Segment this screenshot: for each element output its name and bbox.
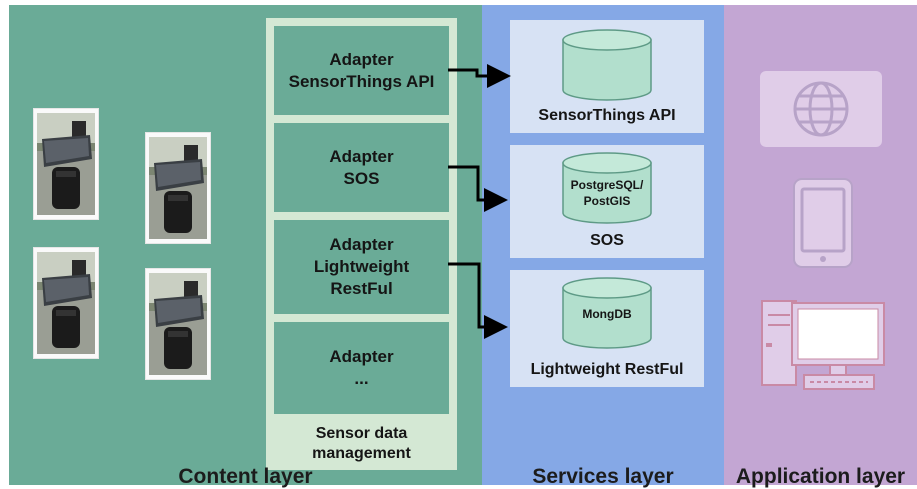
content-layer-label: Content layer	[178, 465, 313, 488]
database-icon: MongDB	[562, 277, 652, 349]
adapter-title: Adapter	[329, 235, 394, 254]
sensor-photo	[146, 133, 210, 243]
service-label: SensorThings API	[538, 107, 676, 124]
desktop-computer-icon	[761, 300, 885, 390]
adapter-name: Lightweight	[313, 257, 410, 276]
sensor-data-management-label: Sensor data management	[312, 425, 411, 462]
services-layer-label: Services layer	[532, 465, 674, 488]
adapter-name: SOS	[343, 168, 380, 188]
adapter-lightweight-restful: Adapter Lightweight RestFul	[274, 220, 449, 314]
service-label: Lightweight RestFul	[530, 361, 684, 378]
services-layer: SensorThings API PostgreSQL/ PostGIS SOS…	[482, 5, 724, 488]
service-sos: PostgreSQL/ PostGIS SOS	[510, 145, 704, 258]
sensor-photo	[34, 248, 98, 358]
globe-icon	[760, 71, 882, 147]
application-layer: Application layer	[724, 5, 917, 488]
smartphone-icon	[793, 178, 853, 268]
adapter-name: SensorThings API	[288, 71, 435, 91]
database-name-cont: PostGIS	[584, 194, 631, 208]
adapter-sos: Adapter SOS	[274, 123, 449, 212]
adapter-title: Adapter	[329, 146, 394, 166]
adapter-title: Adapter	[329, 49, 394, 69]
sensor-data-management-panel: Adapter SensorThings API Adapter SOS Ada…	[266, 18, 457, 470]
database-name: PostgreSQL/	[571, 178, 644, 192]
adapter-name-cont: RestFul	[330, 279, 393, 298]
adapter-name: ...	[354, 369, 369, 388]
content-layer: Adapter SensorThings API Adapter SOS Ada…	[9, 5, 482, 488]
application-layer-label: Application layer	[735, 465, 906, 488]
sensor-photo	[146, 269, 210, 379]
database-icon	[562, 29, 652, 101]
service-sensorthings-api: SensorThings API	[510, 20, 704, 133]
adapter-sensorthings-api: Adapter SensorThings API	[274, 26, 449, 115]
adapter-other: Adapter ...	[274, 322, 449, 414]
service-label: SOS	[590, 232, 624, 249]
sensor-photo	[34, 109, 98, 219]
database-icon: PostgreSQL/ PostGIS	[562, 152, 652, 224]
database-name: MongDB	[582, 307, 632, 321]
adapter-title: Adapter	[329, 347, 394, 366]
service-lightweight-restful: MongDB Lightweight RestFul	[510, 270, 704, 387]
